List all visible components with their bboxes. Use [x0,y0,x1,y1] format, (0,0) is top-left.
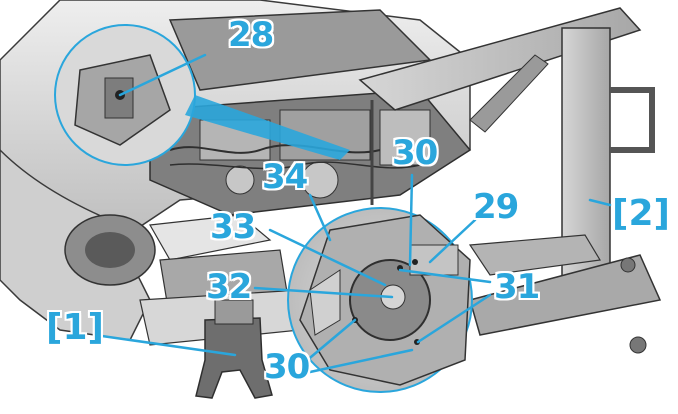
leader-31a [398,268,492,284]
engine-crane [358,7,662,354]
callout-31: 31 [493,267,541,307]
callout-32: 32 [205,267,253,307]
leader-32 [253,286,394,299]
leader-31b [416,293,492,344]
callout-2: [2] [611,193,670,234]
magnified-view-bracket [54,24,350,166]
callout-34: 34 [261,157,309,197]
leader-lines [93,53,612,374]
leader-30-bottom-a [303,318,357,364]
leader-29 [428,218,477,264]
leader-30-top [408,173,414,267]
leader-34 [308,193,332,242]
magnified-view-mount [287,207,473,393]
leader-28 [118,53,207,97]
leader-33 [268,228,387,287]
callout-30-top: 30 [391,133,439,173]
callout-33: 33 [209,207,257,247]
leader-2 [588,198,612,207]
callout-28: 28 [227,15,275,55]
callout-29: 29 [472,187,520,227]
leader-1 [93,333,237,357]
leader-30-bottom-b [308,348,414,374]
callout-30-bottom: 30 [263,347,311,387]
subframe-support [195,299,273,399]
callout-1: [1] [45,307,104,348]
